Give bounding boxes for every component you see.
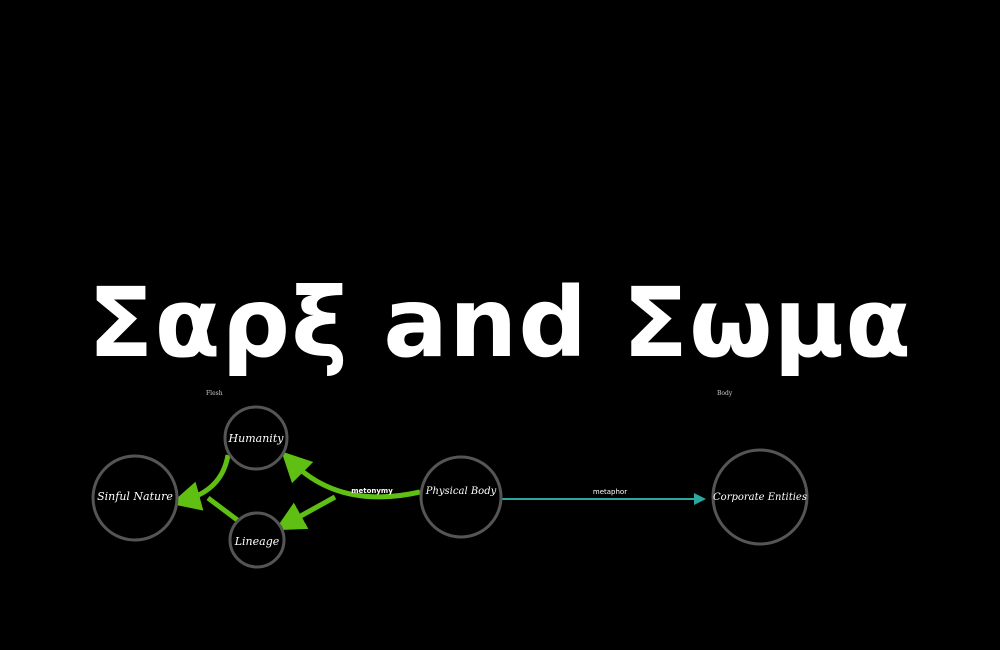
arrow-physical-to-humanity <box>281 451 421 500</box>
edge-label-metonymy: metonymy <box>351 487 393 495</box>
svg-text:Lineage: Lineage <box>234 535 280 548</box>
svg-text:Corporate Entities: Corporate Entities <box>713 492 807 503</box>
arrow-humanity-to-sinful <box>170 454 231 511</box>
svg-text:Physical Body: Physical Body <box>425 486 497 497</box>
node-humanity[interactable]: Humanity <box>223 405 289 471</box>
svg-text:Sinful Nature: Sinful Nature <box>97 490 173 503</box>
flesh-label: Flesh <box>206 390 223 397</box>
line-lineage-to-branch <box>206 496 242 524</box>
presentation-title: Σαρξ and Σωμα <box>87 267 913 379</box>
svg-text:Humanity: Humanity <box>228 432 285 445</box>
node-sinful-nature[interactable]: Sinful Nature <box>91 454 179 542</box>
node-lineage[interactable]: Lineage <box>228 511 286 569</box>
node-corporate-entities[interactable]: Corporate Entities <box>711 448 809 546</box>
body-label: Body <box>717 390 733 397</box>
node-physical-body[interactable]: Physical Body <box>419 455 503 539</box>
arrow-branch-to-lineage <box>274 494 337 531</box>
edge-label-metaphor: metaphor <box>593 488 627 496</box>
